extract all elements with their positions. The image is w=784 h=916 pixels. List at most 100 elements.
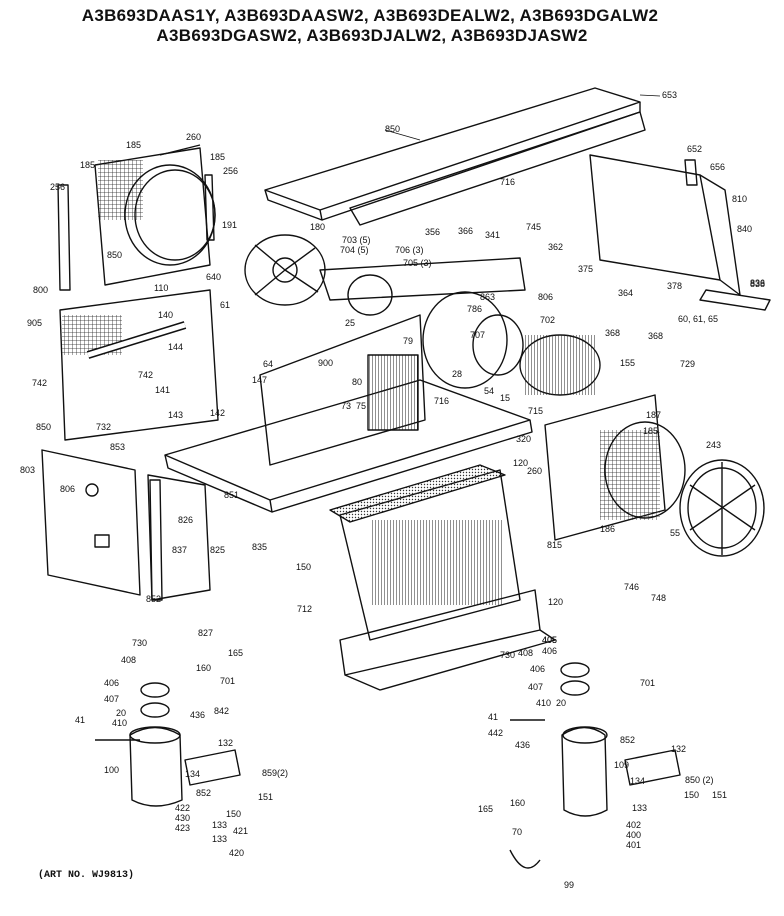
part-label-420: 420 [229, 848, 244, 858]
part-label-147: 147 [252, 375, 267, 385]
part-label-905: 905 [27, 318, 42, 328]
part-label-742a: 742 [32, 378, 47, 388]
part-label-41a: 41 [75, 715, 85, 725]
fan-guard [679, 459, 765, 557]
part-label-406c: 406 [530, 664, 545, 674]
part-label-25: 25 [345, 318, 355, 328]
part-label-716b: 716 [434, 396, 449, 406]
part-label-815: 815 [547, 540, 562, 550]
part-label-150b: 150 [226, 809, 241, 819]
part-label-151b: 151 [712, 790, 727, 800]
part-label-165a: 165 [228, 648, 243, 658]
top-cover-panel [264, 87, 646, 226]
part-label-706: 706 (3) [395, 245, 424, 255]
part-label-806: 806 [538, 292, 553, 302]
part-label-79: 79 [403, 336, 413, 346]
part-label-842: 842 [214, 706, 229, 716]
part-label-356: 356 [425, 227, 440, 237]
part-label-853: 853 [110, 442, 125, 452]
blower-wheel [347, 274, 601, 396]
part-label-243: 243 [706, 440, 721, 450]
part-label-406b: 406 [104, 678, 119, 688]
model-list-line-2: A3B693DGASW2, A3B693DJALW2, A3B693DJASW2 [156, 26, 588, 45]
art-number: (ART NO. WJ9813) [38, 870, 135, 881]
part-label-191: 191 [222, 220, 237, 230]
part-label-745: 745 [526, 222, 541, 232]
part-label-366: 366 [458, 226, 473, 236]
part-label-838: 838 [750, 279, 765, 289]
part-label-656: 656 [710, 162, 725, 172]
heater-assembly [367, 354, 419, 431]
base-pan [164, 379, 533, 513]
part-label-430: 430 [175, 813, 190, 823]
part-label-133c: 133 [632, 803, 647, 813]
part-label-803: 803 [20, 465, 35, 475]
part-label-55: 55 [670, 528, 680, 538]
part-label-716: 716 [500, 177, 515, 187]
part-label-70: 70 [512, 827, 522, 837]
part-label-185a: 185 [80, 160, 95, 170]
part-label-406a: 406 [542, 646, 557, 656]
side-brackets [147, 474, 211, 601]
part-label-605060: 60, 61, 65 [678, 314, 718, 324]
part-label-405a: 405 [542, 635, 557, 645]
part-label-100a: 100 [104, 765, 119, 775]
part-label-180: 180 [310, 222, 325, 232]
part-label-73: 73 [341, 401, 351, 411]
part-label-742b: 742 [138, 370, 153, 380]
part-label-143: 143 [168, 410, 183, 420]
part-label-827: 827 [198, 628, 213, 638]
fan-blade [244, 234, 326, 306]
part-label-185d: 185 [643, 426, 658, 436]
part-label-410a: 410 [112, 718, 127, 728]
part-label-155: 155 [620, 358, 635, 368]
part-label-900: 900 [318, 358, 333, 368]
part-label-151a: 151 [258, 792, 273, 802]
part-label-640: 640 [206, 272, 221, 282]
part-label-702: 702 [540, 315, 555, 325]
part-label-8592: 859(2) [262, 768, 288, 778]
front-control-panel [41, 449, 141, 596]
part-label-703: 703 (5) [342, 235, 371, 245]
part-label-852: 852 [146, 594, 161, 604]
part-label-142: 142 [210, 408, 225, 418]
compressor-right [509, 662, 681, 869]
part-label-120: 120 [513, 458, 528, 468]
part-label-99: 99 [564, 880, 574, 890]
part-label-840: 840 [737, 224, 752, 234]
part-label-160a: 160 [196, 663, 211, 673]
part-label-407b: 407 [528, 682, 543, 692]
part-label-61: 61 [220, 300, 230, 310]
center-bulkhead [259, 257, 526, 466]
part-label-368b: 368 [648, 331, 663, 341]
part-label-28: 28 [452, 369, 462, 379]
part-label-120b: 120 [548, 597, 563, 607]
part-label-837: 837 [172, 545, 187, 555]
part-label-186: 186 [600, 524, 615, 534]
part-label-132b: 132 [671, 744, 686, 754]
part-label-187: 187 [646, 410, 661, 420]
part-label-132a: 132 [218, 738, 233, 748]
part-label-850b: 850 [107, 250, 122, 260]
part-label-408a: 408 [121, 655, 136, 665]
part-label-378: 378 [667, 281, 682, 291]
part-label-20b: 20 [556, 698, 566, 708]
part-label-150c: 150 [684, 790, 699, 800]
part-label-15: 15 [500, 393, 510, 403]
part-label-729: 729 [680, 359, 695, 369]
part-label-436a: 436 [190, 710, 205, 720]
part-label-364: 364 [618, 288, 633, 298]
part-label-712: 712 [297, 604, 312, 614]
part-label-707: 707 [470, 330, 485, 340]
part-label-185c: 185 [210, 152, 225, 162]
part-label-109: 109 [614, 760, 629, 770]
part-label-800: 800 [33, 285, 48, 295]
part-label-863: 863 [480, 292, 495, 302]
part-label-260: 260 [186, 132, 201, 142]
part-label-256a: 256 [50, 182, 65, 192]
part-label-715: 715 [528, 406, 543, 416]
part-label-826: 826 [178, 515, 193, 525]
part-label-41b: 41 [488, 712, 498, 722]
part-label-442: 442 [488, 728, 503, 738]
